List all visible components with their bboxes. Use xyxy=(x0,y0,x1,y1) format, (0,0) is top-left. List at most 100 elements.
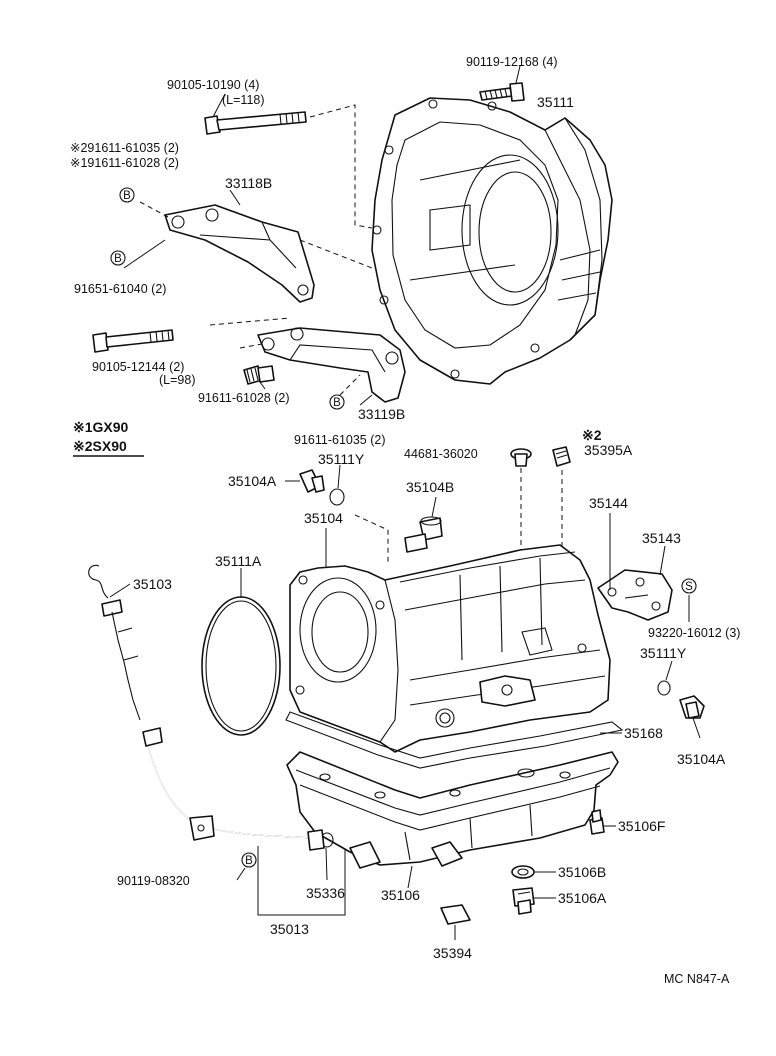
bolt-35106F xyxy=(589,809,605,835)
label-35336: 35336 xyxy=(306,885,345,901)
circle-mark-S-text: S xyxy=(685,581,693,593)
leader-35143 xyxy=(659,545,666,576)
leader-90119-08320 xyxy=(236,867,246,881)
leader-90105-10190 xyxy=(212,93,226,118)
label-35104: 35104 xyxy=(304,510,343,526)
leader-90119-12168 xyxy=(515,65,521,84)
bracket-35013 xyxy=(257,846,346,916)
dash-bracket-to-housing xyxy=(299,239,373,269)
leader-91611-61028 xyxy=(259,381,266,390)
breather-44681 xyxy=(510,448,532,467)
label-91651-61040: 91651-61040 (2) xyxy=(74,282,166,296)
magnet-35394 xyxy=(440,904,471,925)
label-35106B: 35106B xyxy=(558,864,606,880)
dash-B1-to-bracket xyxy=(139,201,169,218)
label-191611-61028: ※191611-61028 (2) xyxy=(70,156,179,170)
circle-mark-B-3-text: B xyxy=(333,397,341,409)
label-35103: 35103 xyxy=(133,576,172,592)
plate-35143 xyxy=(597,569,673,621)
label-35143: 35143 xyxy=(642,530,681,546)
label-35106A: 35106A xyxy=(558,890,607,906)
label-35013: 35013 xyxy=(270,921,309,937)
label-91611-61028: 91611-61028 (2) xyxy=(198,391,290,405)
note-sx90: ※2SX90 xyxy=(73,438,127,454)
label-35168: 35168 xyxy=(624,725,663,741)
label-35104A-top: 35104A xyxy=(228,473,277,489)
label-35111Y-right: 35111Y xyxy=(640,645,687,661)
leader-35336 xyxy=(325,847,328,881)
filler-tube-35013 xyxy=(142,727,316,841)
washer-35106B xyxy=(511,865,535,879)
label-91611-61035: 91611-61035 (2) xyxy=(294,433,386,447)
circle-mark-B-1: B xyxy=(119,187,135,203)
label-291611-61035: ※291611-61035 (2) xyxy=(70,141,179,155)
leader-35111Y-top xyxy=(337,464,341,489)
label-35106F: 35106F xyxy=(618,818,665,834)
label-35111A: 35111A xyxy=(215,553,262,569)
oring-35111Y-right xyxy=(657,680,671,696)
leader-33119B xyxy=(359,394,373,406)
circle-mark-B-2: B xyxy=(110,250,126,266)
bolt-90105-10190 xyxy=(204,111,307,135)
bracket-33119B xyxy=(257,327,406,403)
oring-35111Y-top xyxy=(329,488,345,506)
label-90105-12144-length: (L=98) xyxy=(159,373,195,387)
leader-35103 xyxy=(109,583,131,598)
label-44681-36020: 44681-36020 xyxy=(404,447,478,461)
dash-bolt-to-housing xyxy=(309,104,373,229)
label-93220-16012: 93220-16012 (3) xyxy=(648,626,740,640)
leader-35106 xyxy=(407,865,413,889)
circle-mark-B-2-text: B xyxy=(114,253,122,265)
part-35395A xyxy=(552,446,571,467)
plug-35104A-right xyxy=(679,695,705,719)
leader-35104A-right xyxy=(692,717,701,739)
clamp-35336 xyxy=(307,829,334,851)
bolt-90105-12144 xyxy=(92,329,174,353)
label-90105-10190-length: (L=118) xyxy=(222,93,265,107)
dash-33119B-B xyxy=(339,374,361,396)
fitting-35104B xyxy=(404,516,443,553)
label-35111: 35111 xyxy=(537,94,574,110)
label-90105-12144: 90105-12144 (2) xyxy=(92,360,184,374)
label-35394: 35394 xyxy=(433,945,472,961)
note-marker-2: ※2 xyxy=(582,427,602,443)
label-33119B: 33119B xyxy=(358,406,405,422)
oring-35111A xyxy=(201,596,281,736)
note-gx90: ※1GX90 xyxy=(73,419,129,435)
dash-33119B-left2 xyxy=(239,343,263,349)
leader-35104B xyxy=(431,496,437,518)
circle-mark-B-3: B xyxy=(329,394,345,410)
circle-mark-B-4-text: B xyxy=(245,855,253,867)
dash-35104-stack xyxy=(354,514,389,565)
dipstick-35103 xyxy=(88,564,141,721)
circle-mark-B-4: B xyxy=(241,852,257,868)
plug-35104A-left xyxy=(299,469,325,493)
leader-91651 xyxy=(123,239,166,269)
label-35106: 35106 xyxy=(381,887,420,903)
dash-33119B-left xyxy=(209,317,291,326)
label-35104A-right: 35104A xyxy=(677,751,726,767)
transmission-case-35104 xyxy=(289,544,611,753)
bolt-91611-61028 xyxy=(243,365,275,385)
label-35111Y-top: 35111Y xyxy=(318,451,365,467)
label-35395A: 35395A xyxy=(584,442,633,458)
leader-33118B xyxy=(229,189,241,206)
label-35144: 35144 xyxy=(589,495,628,511)
drain-plug-35106A xyxy=(512,887,535,915)
gasket-35168 xyxy=(285,711,624,769)
circle-mark-B-1-text: B xyxy=(123,190,131,202)
label-90105-10190: 90105-10190 (4) xyxy=(167,78,259,92)
label-33118B: 33118B xyxy=(225,175,272,191)
circle-mark-S: S xyxy=(681,578,697,594)
bolt-90119-12168 xyxy=(479,82,525,102)
label-90119-12168: 90119-12168 (4) xyxy=(466,55,558,69)
bell-housing-35111 xyxy=(371,97,613,385)
oil-pan-35106 xyxy=(286,751,619,869)
footer-drawing-code: MC N847-A xyxy=(664,972,730,986)
leader-35111Y-right xyxy=(665,660,673,681)
label-90119-08320: 90119-08320 xyxy=(117,874,190,888)
label-35104B: 35104B xyxy=(406,479,454,495)
bracket-33118B xyxy=(164,204,315,303)
